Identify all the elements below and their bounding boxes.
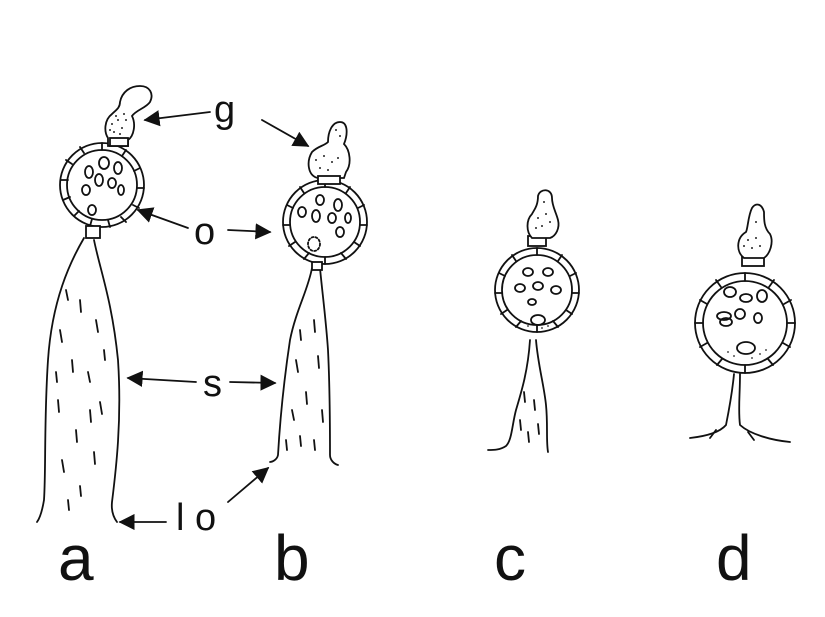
arrow-s-a [128,378,196,382]
specimen-d-oospheres [717,287,767,354]
label-s: s [203,363,222,405]
arrow-o-b [228,230,270,232]
specimen-c-oospheres [515,268,561,325]
specimen-a-oospheres [82,157,124,215]
label-lo: l o [176,497,216,539]
specimen-c-gemma [528,190,559,238]
specimen-b-gemma [309,122,350,178]
arrow-s-b [230,382,275,383]
specimen-b-stalk-texture [286,320,323,450]
label-g: g [214,89,235,131]
panel-label-a: a [58,522,94,594]
specimen-a-gemma [105,86,151,146]
label-o: o [194,211,215,253]
specimen-a-stalk-texture [56,290,105,510]
specimen-a-stalk [37,238,119,522]
specimen-d [690,205,795,442]
panel-label-c: c [494,522,526,594]
specimen-c [488,190,579,452]
pointer-arrows [120,112,308,522]
specimen-c-stalk [488,340,548,452]
arrow-g-a [145,112,210,120]
arrow-o-a [138,210,188,228]
specimen-b-stalk [270,268,338,465]
specimen-b [270,122,367,465]
specimen-b-oogonium [283,180,367,264]
specimen-d-stalk [690,374,790,442]
specimen-d-gemma [738,205,771,258]
panel-label-b: b [274,522,310,594]
specimen-b-oospheres [298,195,351,251]
panel-label-d: d [716,522,752,594]
arrow-lo-b [228,468,268,502]
specimen-a [37,86,152,522]
specimen-d-oogonium [695,273,795,373]
arrow-g-b [262,120,308,146]
